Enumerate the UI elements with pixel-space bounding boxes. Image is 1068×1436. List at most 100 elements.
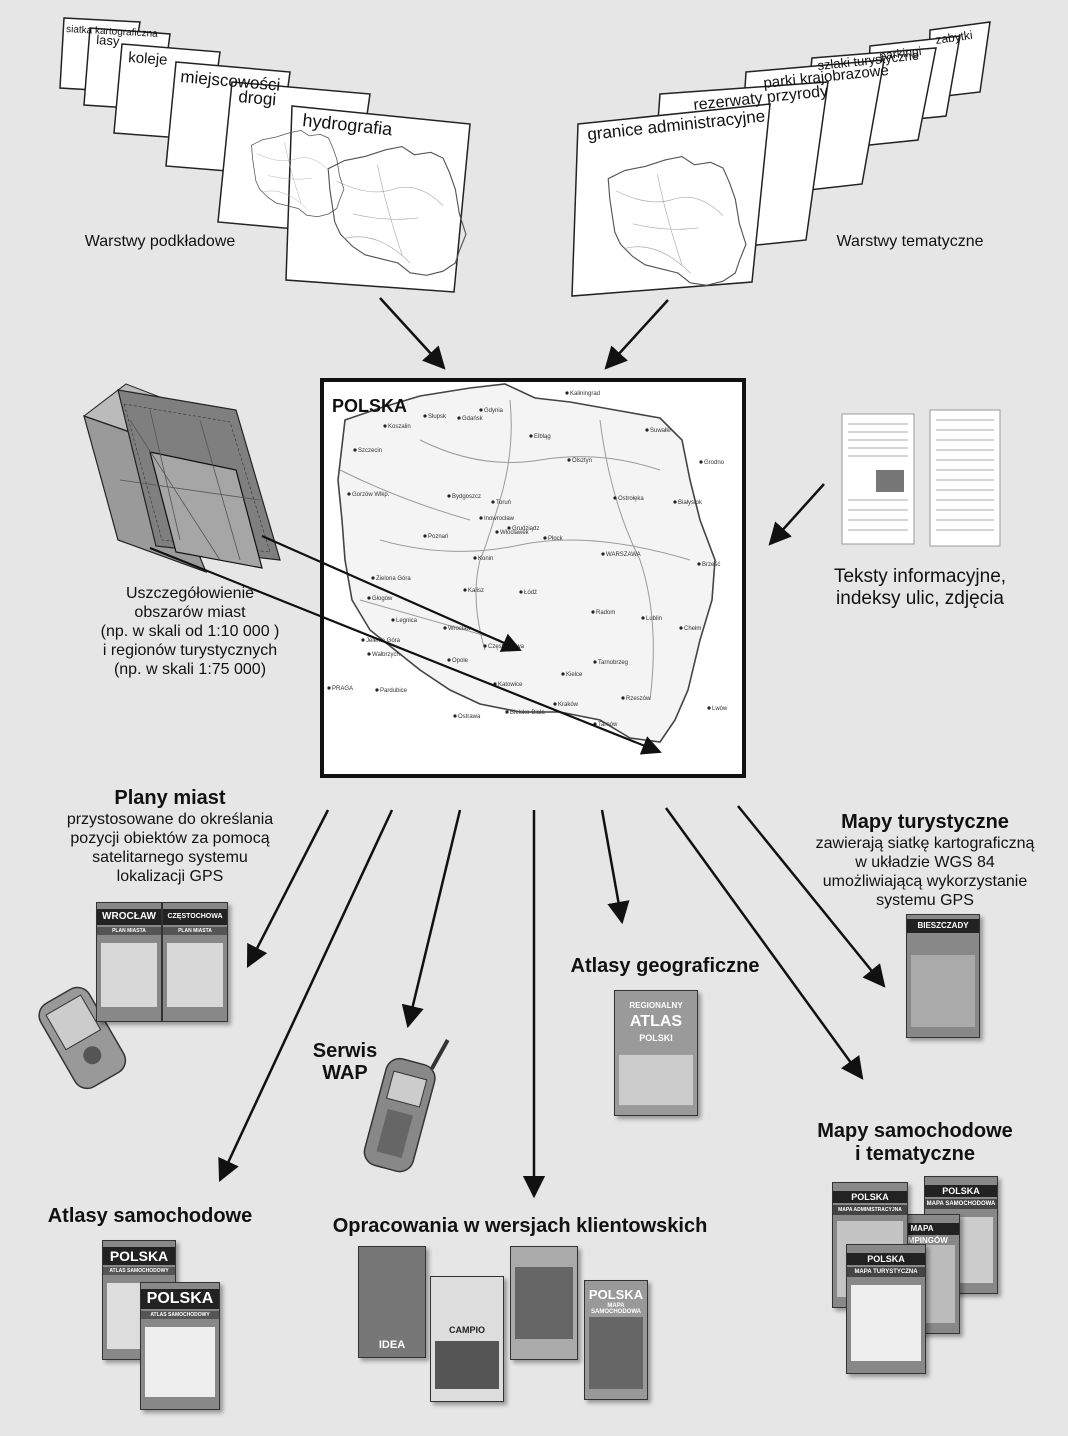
car-thematic-title-line: Mapy samochodowe [817,1120,1013,1142]
city-dot [495,530,499,534]
city-dot [347,492,351,496]
city-plans-desc-line: lokalizacji GPS [116,868,224,885]
city-dot [613,496,617,500]
city-label: Brześć [702,562,720,568]
cover-regional-atlas: REGIONALNY ATLAS POLSKI [614,990,698,1116]
cover-polska-image [589,1317,643,1389]
texts-caption-line: indeksy ulic, zdjęcia [836,588,1004,609]
label-siatka: siatka kartograficzna [66,24,159,40]
detail-caption-line: (np. w skali od 1:10 000 ) [100,623,280,640]
city-label: Płock [548,536,564,542]
wap-title-line: Serwis [312,1040,378,1062]
detail-caption-line: obszarów miast [134,604,246,621]
cover-client-idea: IDEA [358,1246,426,1358]
city-dot [553,702,557,706]
cover-turystyczna-title: POLSKA [847,1253,925,1265]
city-plans-block: Plany miast przystosowane do określania … [40,786,300,886]
cover-car-atlas-sub: ATLAS SAMOCHODOWY [103,1267,175,1275]
cover-wroclaw-image [101,943,157,1007]
car-atlases-title: Atlasy samochodowe [47,1205,253,1227]
detail-caption: Uszczegółowienie obszarów miast (np. w s… [40,584,340,679]
city-label: Tarnów [598,722,618,728]
city-dot [483,644,487,648]
city-label: Białystok [678,500,703,506]
label-zabytki: zabytki [934,28,973,47]
geo-atlases-title: Atlasy geograficzne [570,955,760,977]
city-label: Elbląg [534,434,551,440]
city-dot [443,626,447,630]
city-label: Ostrawa [458,714,481,720]
city-dot [591,610,595,614]
cover-samochodowa-title: POLSKA [925,1185,997,1197]
cover-campio-image [435,1341,499,1389]
cover-car-atlas-front-sub: ATLAS SAMOCHODOWY [141,1311,219,1319]
city-label: Kielce [566,672,583,678]
city-dot [593,660,597,664]
city-dot [565,391,569,395]
wap-title-line: WAP [322,1062,368,1084]
city-detail-tiles [82,383,281,574]
city-label: Poznań [428,534,448,540]
city-label: Ostrołęka [618,496,644,502]
layer-card-hydrografia [285,105,471,293]
label-lasy: lasy [96,32,121,49]
label-koleje: koleje [128,49,168,69]
cover-atlas-line: POLSKI [639,1033,673,1043]
city-dot [447,494,451,498]
cover-mapa-turystyczna: POLSKA MAPA TURYSTYCZNA [846,1244,926,1374]
gps-device-icon [38,986,127,1090]
city-dot [645,428,649,432]
cover-atlas-line: REGIONALNY [629,1001,683,1010]
wap-title: Serwis WAP [300,1040,390,1084]
city-dot [561,672,565,676]
cover-client-polska: POLSKA MAPA SAMOCHODOWA [584,1280,648,1400]
city-dot [601,552,605,556]
tourist-maps-block: Mapy turystyczne zawierają siatkę kartog… [790,810,1060,910]
detail-caption-line: Uszczegółowienie [125,585,255,602]
city-dot [423,534,427,538]
city-dot [641,616,645,620]
city-label: PRAGA [332,686,353,692]
city-label: Kraków [558,702,579,708]
city-label: WARSZAWA [606,552,641,558]
city-label: Lwów [712,706,728,712]
city-dot [423,414,427,418]
city-label: Gorzów Wlkp. [352,492,390,498]
cover-samochodowa-sub: MAPA SAMOCHODOWA [925,1199,997,1209]
city-label: Kalisz [468,588,484,594]
cover-atlas-image [619,1055,693,1105]
city-label: Grodno [704,460,725,466]
city-plans-title: Plany miast [114,787,226,809]
city-plans-desc-line: pozycji obiektów za pomocą [70,830,270,847]
city-dot [367,652,371,656]
cover-bieszczady-image [911,955,975,1027]
tourist-maps-desc-line: w układzie WGS 84 [855,854,995,871]
detail-caption-line: i regionów turystycznych [102,642,278,659]
city-dot [673,500,677,504]
cover-car-atlas-front-title: POLSKA [141,1289,219,1309]
city-label: Koszalin [388,424,411,430]
city-label: Olsztyn [572,458,592,464]
tourist-maps-title: Mapy turystyczne [841,811,1009,833]
cover-wroclaw: WROCŁAW PLAN MIASTA [96,902,162,1022]
city-label: Słupsk [428,414,447,420]
city-dot [543,536,547,540]
city-label: Tarnobrzeg [598,660,628,666]
tourist-maps-desc-line: zawierają siatkę kartograficzną [815,835,1035,852]
city-plans-desc-line: satelitarnego systemu [92,849,248,866]
city-dot [699,460,703,464]
city-label: Wrocław [448,626,472,632]
cover-czestochowa: CZĘSTOCHOWA PLAN MIASTA [162,902,228,1022]
cover-czestochowa-image [167,943,223,1007]
cover-turystyczna-image [851,1285,921,1361]
city-label: Bielsko-Biała [510,710,545,716]
city-label: Toruń [496,500,511,506]
cover-idea-label: IDEA [378,1339,406,1351]
city-label: Głogów [372,596,393,602]
car-thematic-title: Mapy samochodowe i tematyczne [770,1120,1060,1166]
city-dot [567,458,571,462]
city-dot [375,688,379,692]
car-thematic-title-line: i tematyczne [854,1143,976,1165]
